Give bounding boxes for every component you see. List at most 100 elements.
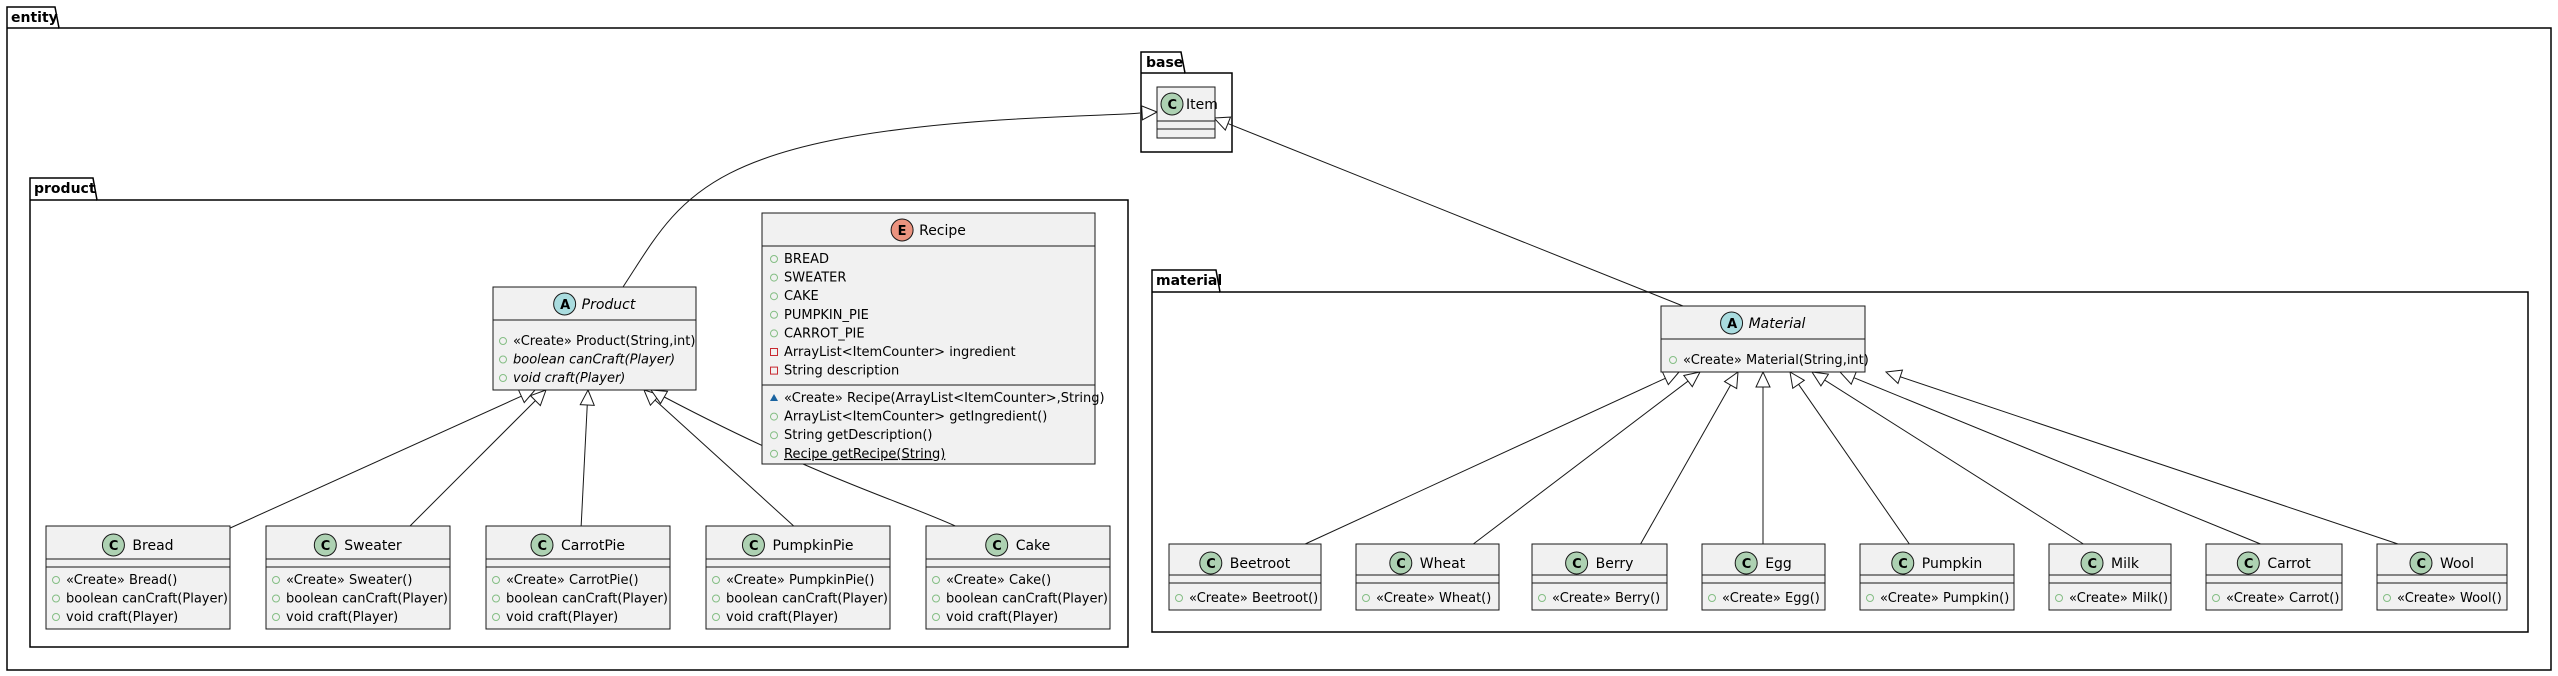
relation-sweater-product xyxy=(406,400,536,530)
product-member: boolean canCraft(Player) xyxy=(513,353,675,368)
egg-class-box xyxy=(1701,543,1826,611)
berry-class-box xyxy=(1531,543,1668,611)
pumpkinpie-member-visibility-icon xyxy=(712,613,720,621)
beetroot-class-icon xyxy=(1199,551,1223,575)
recipe-field-visibility-icon xyxy=(770,366,778,375)
relation-berry-material-arrowhead xyxy=(1723,370,1739,390)
recipe-field-visibility-icon xyxy=(770,329,778,338)
product-class-name: Product xyxy=(582,297,636,313)
wheat-class: Wheat C «Create» Wheat() xyxy=(1355,543,1500,611)
berry-member: «Create» Berry() xyxy=(1552,591,1660,606)
pumpkinpie-member: «Create» PumpkinPie() xyxy=(726,573,874,588)
beetroot-member-visibility-icon xyxy=(1175,594,1183,602)
package-material-label: material xyxy=(1156,273,1222,289)
product-member: «Create» Product(String,int) xyxy=(513,334,695,349)
cake-class-name: Cake xyxy=(1016,538,1051,554)
relation-wheat-material-arrowhead xyxy=(1682,371,1701,388)
pumpkinpie-class-icon-letter: C xyxy=(749,539,759,554)
sweater-member-visibility-icon xyxy=(272,576,280,584)
product-class-box xyxy=(492,286,697,391)
relation-cake-product xyxy=(650,389,963,530)
wheat-class-name: Wheat xyxy=(1420,556,1466,572)
relation-milk-material xyxy=(1824,379,2086,546)
bread-class-name: Bread xyxy=(132,538,173,554)
pumpkin-member: «Create» Pumpkin() xyxy=(1880,591,2009,606)
pumpkinpie-class-name: PumpkinPie xyxy=(772,538,853,554)
milk-class-box xyxy=(2048,543,2172,611)
pumpkin-class-name: Pumpkin xyxy=(1922,556,1982,572)
sweater-member-visibility-icon xyxy=(272,594,280,603)
carrotpie-class-icon xyxy=(530,533,554,557)
cake-class-icon-letter: C xyxy=(992,539,1002,554)
package-product: product xyxy=(29,177,1129,648)
carrotpie-member: void craft(Player) xyxy=(506,610,618,625)
sweater-member: void craft(Player) xyxy=(286,610,398,625)
material-kind-letter: A xyxy=(1727,317,1737,332)
carrotpie-class-icon-letter: C xyxy=(537,539,547,554)
bread-member-visibility-icon xyxy=(52,594,60,603)
recipe-field: CARROT_PIE xyxy=(784,326,865,341)
recipe-method: Recipe getRecipe(String) xyxy=(784,447,945,462)
wool-class-icon-letter: C xyxy=(2416,557,2426,572)
relation-carrot-material-arrowhead xyxy=(1838,370,1858,386)
recipe-enum-box xyxy=(761,212,1096,465)
relations xyxy=(227,105,2402,546)
item-class-icon xyxy=(1160,92,1184,116)
carrotpie-class-name: CarrotPie xyxy=(561,538,625,554)
material-kind-icon xyxy=(1720,311,1744,335)
relation-egg-material-arrowhead xyxy=(1755,370,1771,388)
cake-class-box xyxy=(925,525,1111,630)
pumpkinpie-member-visibility-icon xyxy=(712,576,720,584)
wheat-class-icon-letter: C xyxy=(1396,557,1406,572)
item-class-icon-letter: C xyxy=(1168,98,1178,113)
bread-class-icon xyxy=(101,533,125,557)
recipe-kind-icon xyxy=(890,218,914,242)
recipe-method: String getDescription() xyxy=(784,428,932,443)
pumpkin-member-visibility-icon xyxy=(1866,594,1874,602)
bread-member-visibility-icon xyxy=(52,613,60,621)
package-entity: entity xyxy=(6,6,2552,671)
cake-class-icon xyxy=(985,533,1009,557)
egg-member-visibility-icon xyxy=(1708,594,1716,602)
relation-pumpkin-material-arrowhead xyxy=(1789,371,1806,390)
relation-pumpkin-material xyxy=(1798,384,1911,546)
product-member-visibility-icon xyxy=(499,337,507,345)
egg-class-icon-letter: C xyxy=(1742,557,1752,572)
package-product-label: product xyxy=(34,181,96,197)
recipe-method: «Create» Recipe(ArrayList<ItemCounter>,S… xyxy=(784,391,1105,406)
recipe-enum: RecipeEBREADSWEATERCAKEPUMPKIN_PIECARROT… xyxy=(761,212,1105,465)
berry-class-name: Berry xyxy=(1596,556,1634,572)
pumpkin-class: Pumpkin C «Create» Pumpkin() xyxy=(1859,543,2015,611)
sweater-member-visibility-icon xyxy=(272,613,280,621)
pumpkin-class-icon xyxy=(1891,551,1915,575)
recipe-field-visibility-icon xyxy=(770,310,778,319)
carrotpie-member: «Create» CarrotPie() xyxy=(506,573,639,588)
carrotpie-member-visibility-icon xyxy=(492,594,500,603)
carrotpie-member-visibility-icon xyxy=(492,576,500,584)
carrotpie-class-box xyxy=(485,525,671,630)
carrotpie-member: boolean canCraft(Player) xyxy=(506,592,668,607)
material-member-visibility-icon xyxy=(1669,356,1677,364)
relation-bread-product xyxy=(227,395,522,530)
pumpkin-class-icon-letter: C xyxy=(1898,557,1908,572)
pumpkinpie-member: boolean canCraft(Player) xyxy=(726,592,888,607)
wheat-member: «Create» Wheat() xyxy=(1376,591,1491,606)
relation-pumpkinpie-product xyxy=(654,399,798,530)
package-base: base xyxy=(1140,51,1233,153)
pumpkin-class-box xyxy=(1859,543,2015,611)
wool-class-name: Wool xyxy=(2440,556,2474,572)
sweater-member: boolean canCraft(Player) xyxy=(286,592,448,607)
cake-member: «Create» Cake() xyxy=(946,573,1051,588)
pumpkinpie-member: void craft(Player) xyxy=(726,610,838,625)
package-entity-label: entity xyxy=(11,10,58,26)
carrot-class-box xyxy=(2205,543,2343,611)
recipe-method-visibility-icon xyxy=(770,394,778,401)
